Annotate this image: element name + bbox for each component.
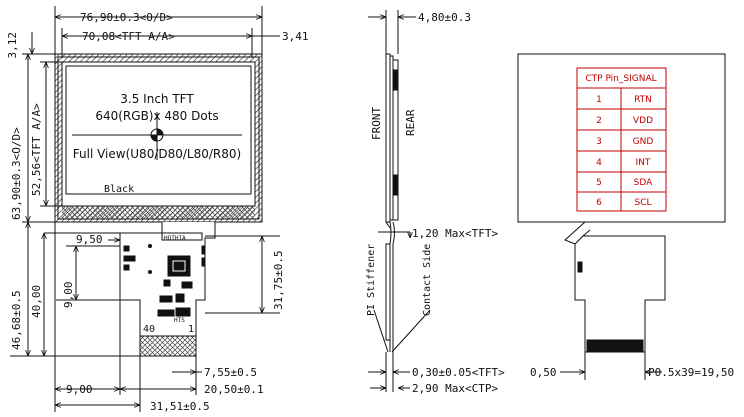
chip-label-1: HOTHIA	[164, 235, 186, 242]
pin-num: 5	[596, 178, 602, 188]
dim-pin-span: P0.5x39=19,50	[648, 366, 734, 379]
side-view	[368, 10, 431, 392]
rear-view-text: 0,50 P0.5x39=19,50	[530, 366, 734, 379]
dim-fpc-total: 46,68±0.5	[10, 290, 23, 350]
pin-signal: SDA	[634, 178, 653, 188]
pin-num: 1	[596, 95, 602, 105]
dim-outline-height: 63,90±0.3<O/D>	[10, 127, 23, 220]
pin-table-header: CTP Pin_SIGNAL	[585, 74, 656, 84]
dim-fpc-right-height: 31,75±0.5	[272, 250, 285, 310]
dim-fpc-thickness: 0,30±0.05<TFT>	[412, 366, 505, 379]
pin-label-40: 40	[143, 324, 155, 335]
dim-tft-fpc: 1,20 Max<TFT>	[412, 227, 498, 240]
pin-signal: INT	[636, 158, 651, 168]
pin-label-1: 1	[188, 324, 194, 335]
ctp-layer	[385, 53, 391, 223]
pin-signal: VDD	[633, 116, 653, 126]
frame-color-label: Black	[104, 184, 134, 195]
pin-num: 3	[596, 137, 602, 147]
dim-aa-width: 70,08<TFT A/A>	[82, 30, 175, 43]
dim-fpc-inner: 9,00	[62, 282, 75, 309]
front-view-text: 76,90±0.3<O/D> 70,08<TFT A/A> 3,41 3,12 …	[6, 11, 309, 413]
front-view	[10, 6, 280, 412]
label-rear: REAR	[404, 109, 417, 136]
dim-fpc-center: 31,51±0.5	[150, 400, 210, 413]
dim-ctp-thickness: 2,90 Max<CTP>	[412, 382, 498, 395]
pin-table: CTP Pin_SIGNAL 1 RTN 2 VDD 3 GND 4 INT 5…	[576, 67, 667, 212]
dim-aa-height: 52,56<TFT A/A>	[30, 103, 43, 196]
label-front: FRONT	[370, 107, 383, 140]
spec-title-line3: Full View(U80/D80/L80/R80)	[73, 147, 241, 161]
dim-tail-offset: 9,00	[66, 383, 93, 396]
dim-tail-width: 7,55±0.5	[204, 366, 257, 379]
pin-signal: GND	[633, 137, 654, 147]
spec-title-line2: 640(RGB)x 480 Dots	[95, 109, 218, 123]
dim-fpc-lower: 40,00	[30, 285, 43, 318]
pin-num: 2	[596, 116, 602, 126]
dim-outline-width: 76,90±0.3<O/D>	[80, 11, 173, 24]
dim-fpc-width: 20,50±0.1	[204, 383, 264, 396]
spec-title-line1: 3.5 Inch TFT	[120, 92, 194, 106]
pin-num: 4	[596, 158, 602, 168]
pin-signal: RTN	[634, 95, 652, 105]
chip-label-2: HTS	[174, 317, 185, 324]
pin-signal: SCL	[634, 198, 651, 208]
label-contact-side: Contact Side	[422, 244, 433, 316]
dim-fpc-left: 9,50	[76, 233, 103, 246]
dim-pitch: 0,50	[530, 366, 557, 379]
side-view-text: 4,80±0.3 FRONT REAR 1,20 Max<TFT> PI Sti…	[366, 11, 505, 395]
dim-thickness: 4,80±0.3	[418, 11, 471, 24]
dim-right-border: 3,41	[282, 30, 309, 43]
dim-top-border: 3,12	[6, 32, 19, 59]
label-stiffener: PI Stiffener	[366, 244, 377, 316]
pin-num: 6	[596, 198, 602, 208]
